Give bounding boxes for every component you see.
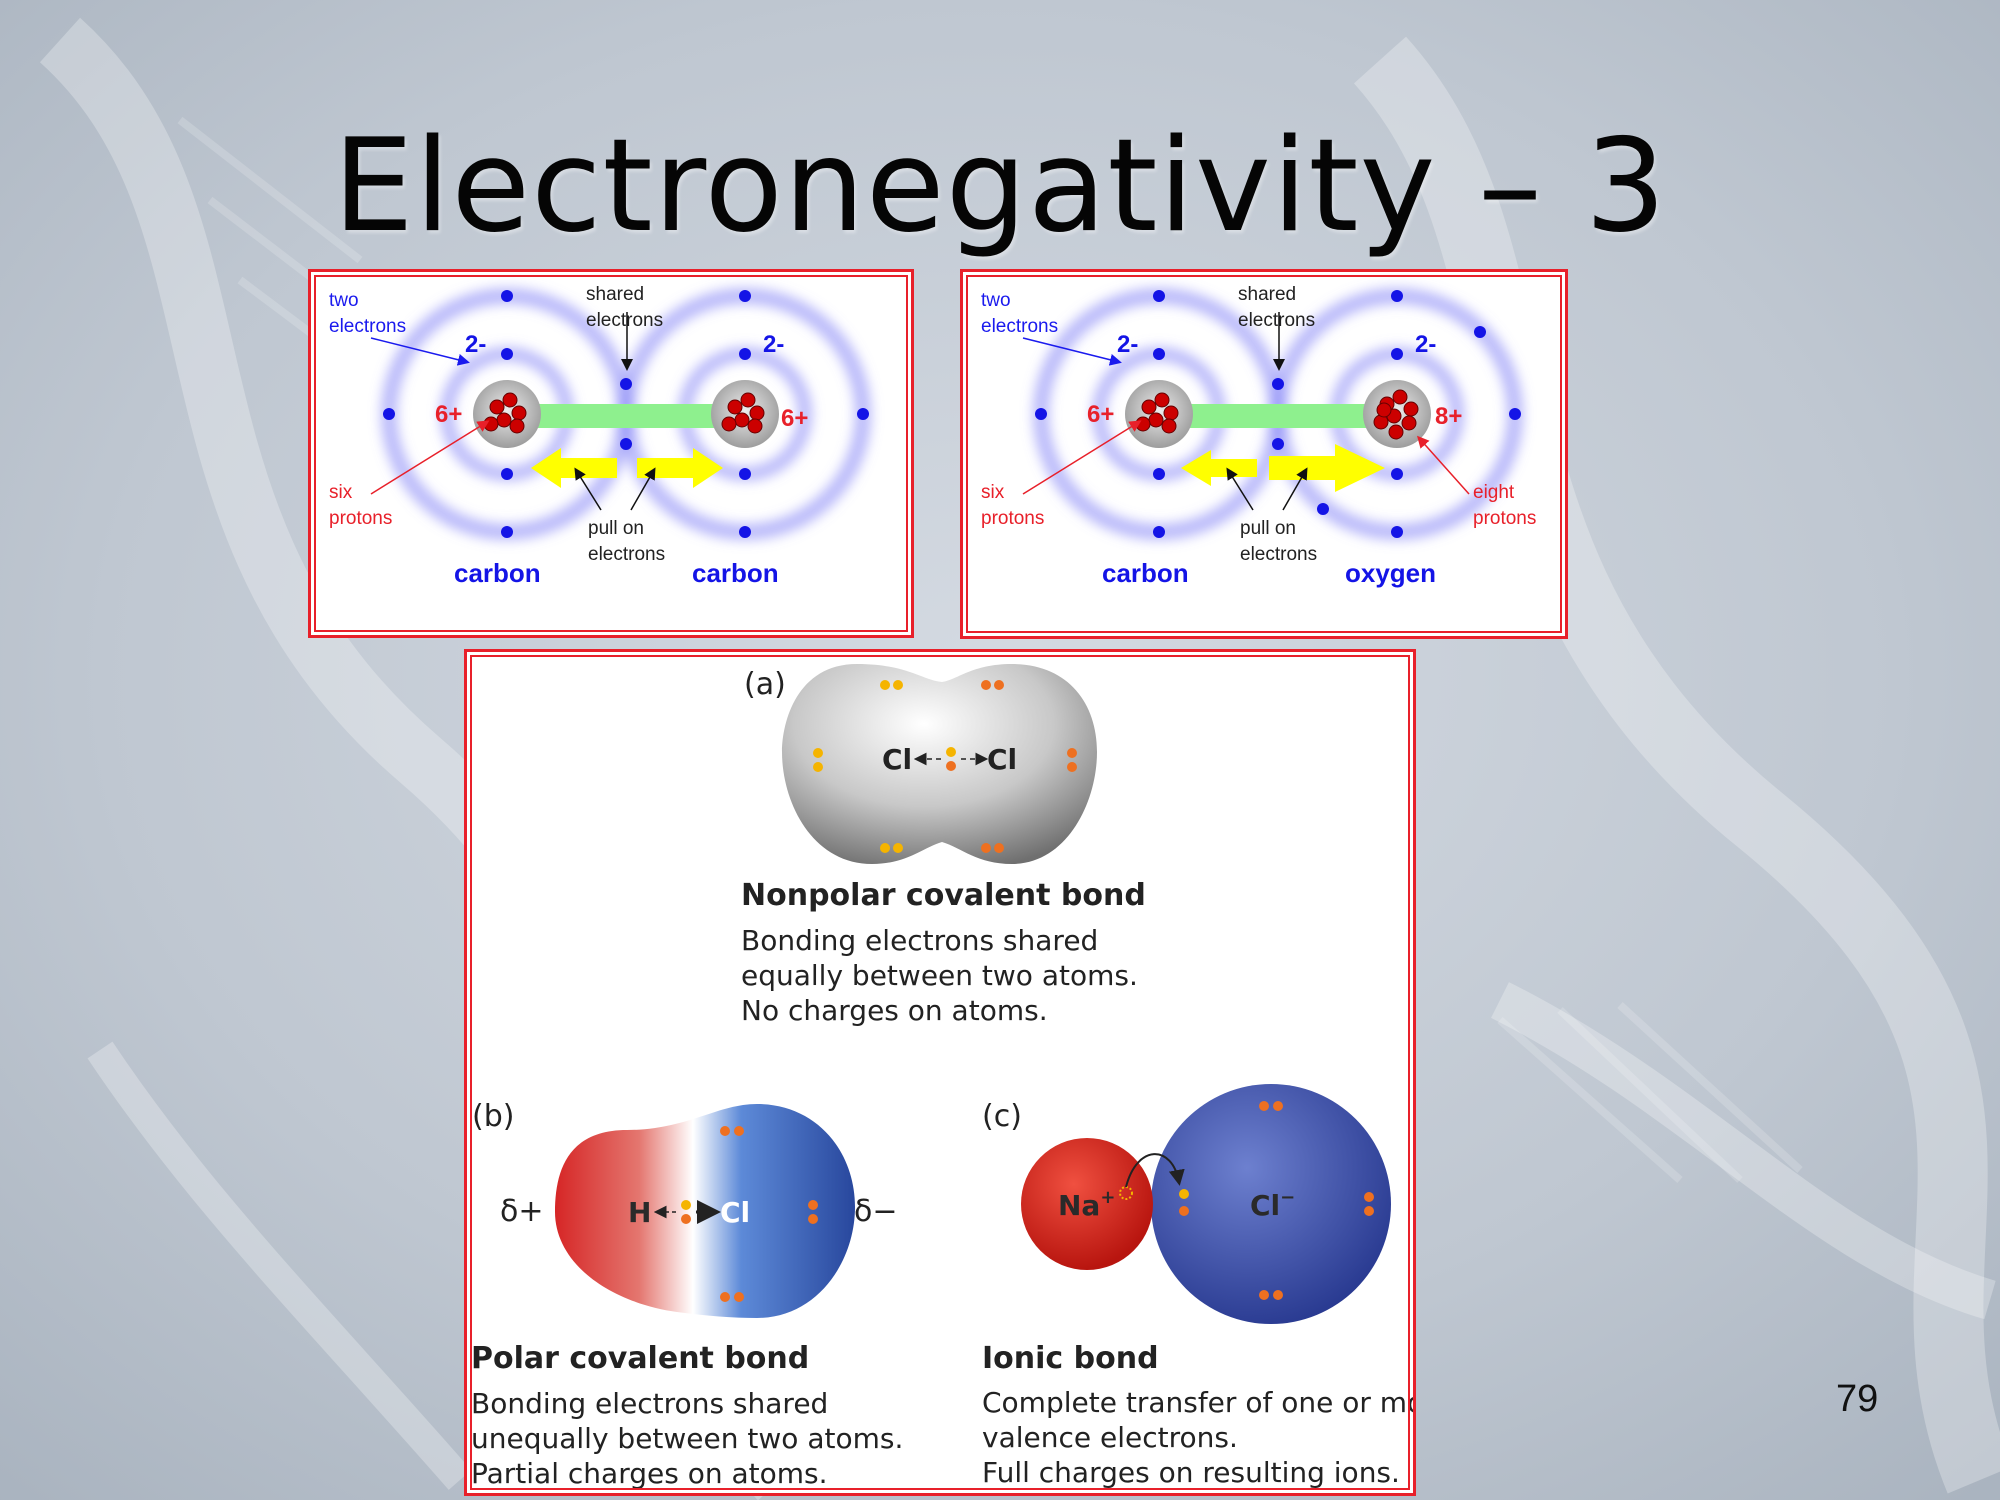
h-atom-b: H (628, 1196, 651, 1229)
label-b: (b) (472, 1099, 514, 1134)
cl-left-a: Cl (882, 743, 912, 776)
text-b-3: Partial charges on atoms. (471, 1457, 828, 1490)
page-number: 79 (1836, 1378, 1879, 1420)
heading-c: Ionic bond (982, 1341, 1159, 1376)
cl-ion-label: Cl− (1250, 1187, 1295, 1222)
text-a-2: equally between two atoms. (741, 959, 1138, 992)
bond-types-figure: (a) Cl Cl Nonpolar covalent bond Bonding… (464, 649, 1416, 1496)
right-nucleus-charge: 6+ (781, 405, 808, 432)
text-c-3: Full charges on resulting ions. (982, 1456, 1400, 1489)
electrons (383, 290, 869, 538)
right-atom-name: carbon (692, 558, 779, 588)
left-outer-charge: 2- (465, 331, 486, 358)
left-outer-charge: 2- (1117, 331, 1138, 358)
na-ion (1021, 1138, 1153, 1270)
left-nucleus-charge: 6+ (435, 401, 462, 428)
cl-right-a: Cl (987, 743, 1017, 776)
left-atom-name: carbon (1102, 558, 1189, 588)
left-nucleus-charge: 6+ (1087, 401, 1114, 428)
heading-b: Polar covalent bond (471, 1341, 809, 1376)
right-atom-name: oxygen (1345, 558, 1436, 588)
right-nucleus-charge: 8+ (1435, 403, 1462, 430)
shared-electron-bond (1173, 404, 1383, 428)
label-a: (a) (744, 667, 786, 702)
protons (483, 392, 765, 434)
delta-minus: δ− (854, 1194, 898, 1229)
text-a-3: No charges on atoms. (741, 994, 1048, 1027)
na-ion-label: Na+ (1058, 1187, 1115, 1222)
valence-electrons-c (1179, 1101, 1374, 1300)
left-atom-name: carbon (454, 558, 541, 588)
text-b-1: Bonding electrons shared (471, 1387, 828, 1420)
heading-a: Nonpolar covalent bond (741, 878, 1146, 913)
valence-electrons-a (813, 680, 1077, 853)
label-c: (c) (982, 1099, 1022, 1134)
slide-title: Electronegativity – 3 (332, 112, 1668, 261)
text-c-1: Complete transfer of one or more (982, 1386, 1413, 1419)
protons (1135, 389, 1419, 440)
right-outer-charge: 2- (763, 331, 784, 358)
text-a-1: Bonding electrons shared (741, 924, 1098, 957)
shared-electron-bond (521, 404, 731, 428)
delta-plus: δ+ (500, 1194, 544, 1229)
text-b-2: unequally between two atoms. (471, 1422, 903, 1455)
pull-arrows (531, 448, 723, 488)
text-c-2: valence electrons. (982, 1421, 1238, 1454)
valence-electrons-b (720, 1126, 818, 1302)
cl-atom-b: Cl (720, 1196, 750, 1229)
right-outer-charge: 2- (1415, 331, 1436, 358)
cl2-molecule (782, 664, 1097, 864)
electrons (1035, 290, 1521, 538)
cl-ion (1151, 1084, 1391, 1324)
